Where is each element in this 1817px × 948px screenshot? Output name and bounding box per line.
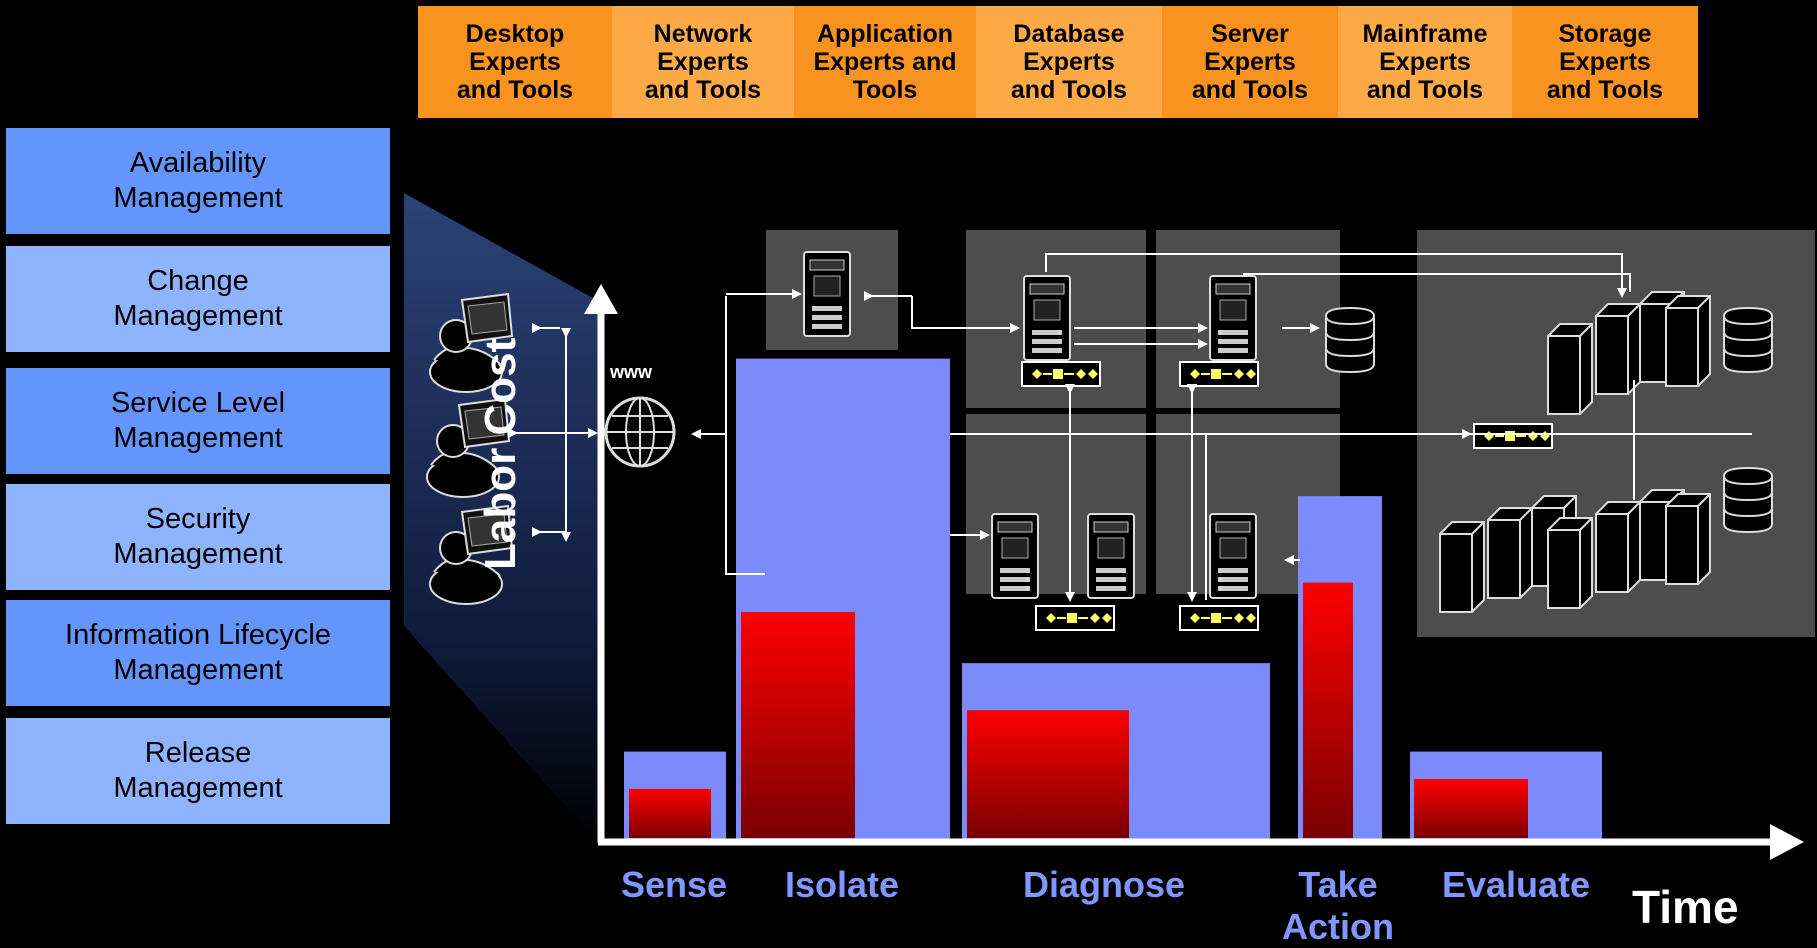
server-icon (1209, 513, 1257, 599)
chart-axes (584, 284, 1804, 860)
message-flow-icon (1179, 605, 1259, 631)
red-bar-4 (1414, 779, 1528, 838)
tool-column-4: Server Experts and Tools (1162, 6, 1338, 118)
network-arrows (691, 253, 1752, 602)
database-icon (1723, 307, 1773, 373)
phase-label-3: Take Action (1282, 864, 1394, 947)
message-flow-icon (1021, 361, 1101, 387)
message-flow-icon (1179, 361, 1259, 387)
server-icon (1087, 513, 1135, 599)
bars-layer (624, 358, 1602, 840)
message-flow-icon (1035, 605, 1115, 631)
red-bar-2 (967, 710, 1129, 838)
server-icon (991, 513, 1039, 599)
management-item-1: Change Management (6, 246, 390, 352)
tool-column-0: Desktop Experts and Tools (418, 6, 612, 118)
www-label: www (610, 362, 653, 382)
server-icon (1209, 275, 1257, 361)
phase-label-2: Diagnose (1022, 864, 1186, 905)
server-icon (1023, 275, 1071, 361)
user-arrows (508, 323, 598, 542)
management-item-4: Information Lifecycle Management (6, 600, 390, 706)
phase-label-4: Evaluate (1441, 864, 1591, 905)
red-bar-3 (1303, 582, 1353, 838)
red-bar-0 (629, 788, 711, 838)
x-axis-label: Time (1632, 881, 1739, 933)
message-flow-icon (1473, 423, 1553, 449)
red-bar-1 (741, 612, 855, 838)
tool-column-5: Mainframe Experts and Tools (1338, 6, 1512, 118)
database-icon (1325, 307, 1375, 373)
phase-label-0: Sense (620, 864, 728, 905)
y-axis-label: Labor Cost (476, 337, 525, 570)
management-item-0: Availability Management (6, 128, 390, 234)
server-icon (803, 251, 851, 337)
phase-label-1: Isolate (784, 864, 900, 905)
tool-column-1: Network Experts and Tools (612, 6, 794, 118)
management-item-5: Release Management (6, 718, 390, 824)
tool-column-3: Database Experts and Tools (976, 6, 1162, 118)
management-item-2: Service Level Management (6, 368, 390, 474)
globe-icon (604, 396, 676, 468)
database-icon (1723, 467, 1773, 533)
tool-column-6: Storage Experts and Tools (1512, 6, 1698, 118)
tool-column-2: Application Experts and Tools (794, 6, 976, 118)
management-item-3: Security Management (6, 484, 390, 590)
